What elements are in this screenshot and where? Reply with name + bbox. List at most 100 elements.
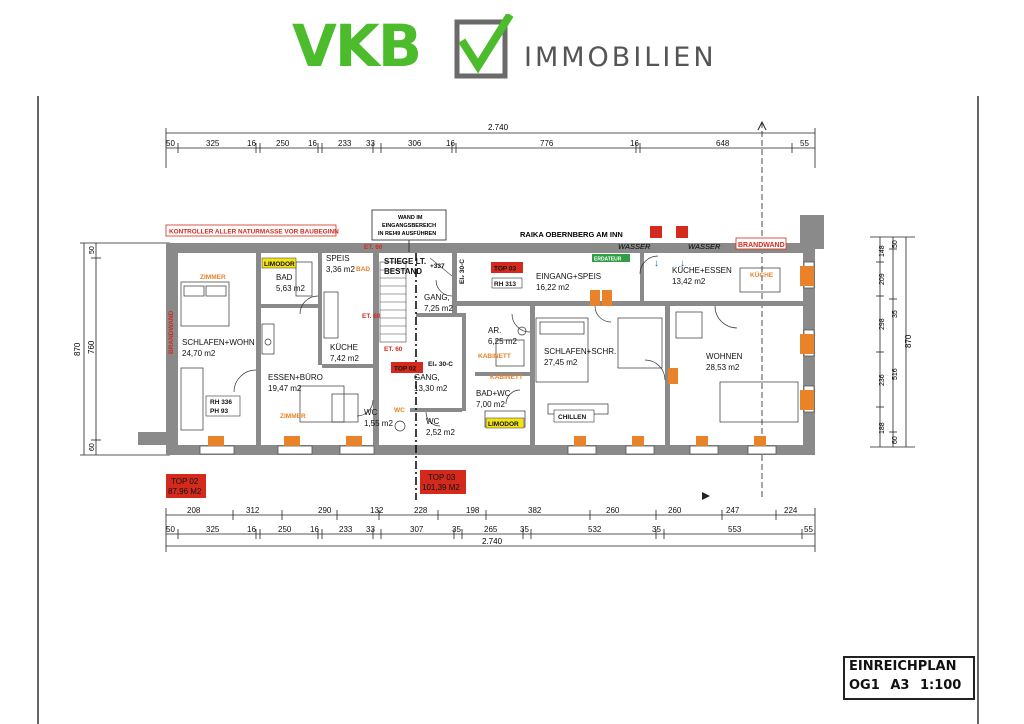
tag-limodor-2-box <box>485 417 525 429</box>
et60-2: ET. 60 <box>362 313 381 320</box>
dim-top-2: 325 <box>206 139 220 148</box>
dim-bot-247: 247 <box>726 506 740 515</box>
room-kueche-essen: KÜCHE+ESSEN <box>672 266 732 275</box>
dim-right-236: 236 <box>879 374 886 386</box>
pvc-tag-1 <box>650 226 662 238</box>
dim-top-5: 16 <box>308 139 317 148</box>
dim-bot-290: 290 <box>318 506 332 515</box>
door-swings <box>233 255 738 427</box>
dim-bot-198: 198 <box>466 506 480 515</box>
room-bad-wc: BAD+WC <box>476 389 511 398</box>
windows-bottom <box>199 445 777 455</box>
title-block-format: A3 <box>890 678 910 693</box>
dim-right-516: 516 <box>892 368 899 380</box>
room-labels: SCHLAFEN+WOHN 24,70 m2 BAD 5,63 m2 SPEIS… <box>182 254 743 437</box>
room-bad-wc-area: 7,00 m2 <box>476 400 505 409</box>
top-dimension <box>165 128 816 168</box>
tag-chillen: CHILLEN <box>558 414 586 421</box>
dim-total-top: 2.740 <box>488 123 509 132</box>
room-wohnen: WOHNEN <box>706 352 743 361</box>
dim-top-11: 16 <box>630 139 639 148</box>
dim-bi-15: 55 <box>804 525 813 534</box>
erdung: ERDATEUR <box>594 257 622 263</box>
dim-right-870: 870 <box>904 334 913 348</box>
dim-top-6: 233 <box>338 139 352 148</box>
rh-313-box <box>491 277 523 289</box>
dim-bot-260a: 260 <box>606 506 620 515</box>
room-gang-a: GANG, <box>424 293 450 302</box>
dim-bi-2: 325 <box>206 525 220 534</box>
top03-tag: TOP 03 <box>494 266 517 273</box>
tag-zimmer-2: ZIMMER <box>280 413 306 420</box>
room-essen-buero-area: 19,47 m2 <box>268 384 302 393</box>
plus337: +337 <box>430 263 445 270</box>
wasser-1: WASSER <box>618 242 651 251</box>
top02-tag-box <box>391 362 423 373</box>
room-eingang-speis: EINGANG+SPEIS <box>536 272 601 281</box>
neighbor-label: RAIKA OBERNBERG AM INN <box>520 230 623 239</box>
room-tags: ZIMMER ZIMMER LIMODOR LIMODOR BAD KABINE… <box>200 244 774 429</box>
top-dims-text: 50 325 16 250 16 233 33 306 16 776 16 64… <box>166 139 809 148</box>
dim-bi-9: 35 <box>452 525 461 534</box>
water-arrow-1: ↓ <box>654 258 659 269</box>
room-schlafen-schr: SCHLAFEN+SCHR. <box>544 347 616 356</box>
room-essen-buero: ESSEN+BÜRO <box>268 373 323 382</box>
dim-left-60: 60 <box>89 443 96 451</box>
room-wc-a: WC <box>364 408 378 417</box>
room-stiege-1: STIEGE LT. <box>384 257 426 266</box>
unit-top02-box <box>166 474 206 498</box>
tag-limodor-1-box <box>261 257 297 269</box>
outer-walls <box>138 215 824 455</box>
dim-left-total: 870 <box>73 342 82 356</box>
dim-bi-1: 50 <box>166 525 175 534</box>
unit-top02-area: 87,96 M2 <box>168 487 202 496</box>
et60-1: ET. 60 <box>364 244 383 251</box>
et60-3: ET. 60 <box>384 346 403 353</box>
right-dimension <box>870 236 915 448</box>
dim-bi-4: 250 <box>278 525 292 534</box>
brandwand-right-box <box>735 237 787 250</box>
unit-top03-area: 101,39 M2 <box>422 483 460 492</box>
room-wohnen-area: 28,53 m2 <box>706 363 740 372</box>
dim-total-bottom: 2.740 <box>482 537 503 546</box>
dim-bot-382: 382 <box>528 506 542 515</box>
title-block-title: EINREICHPLAN <box>849 659 957 674</box>
dim-left-50: 50 <box>89 246 96 254</box>
dim-top-13: 55 <box>800 139 809 148</box>
tag-zimmer-1: ZIMMER <box>200 274 226 281</box>
tag-limodor-1: LIMODOR <box>264 261 295 268</box>
dim-top-7: 33 <box>366 139 375 148</box>
wall-note-box <box>371 209 447 241</box>
ph-left: PH 93 <box>210 408 228 415</box>
rh-313: RH 313 <box>494 281 516 288</box>
floor-plan-sheet: 2.740 50 325 16 250 16 233 33 306 16 776… <box>37 96 979 724</box>
dim-bi-11: 35 <box>520 525 529 534</box>
dim-bi-3: 16 <box>247 525 256 534</box>
checkmark-box-icon <box>454 14 514 79</box>
top03-tag-box <box>491 262 523 273</box>
room-gang-a-area: 7,25 m2 <box>424 304 453 313</box>
room-bad-area: 5,63 m2 <box>276 284 305 293</box>
rh-left: RH 336 <box>210 399 232 406</box>
dim-bot-228: 228 <box>414 506 428 515</box>
room-wc-a-area: 1,55 m2 <box>364 419 393 428</box>
water-arrow-2: ↓ <box>680 258 685 269</box>
tag-kabinett-2: KABINETT <box>490 374 523 381</box>
wall-note-3: IN REI49 AUSFÜHREN <box>378 230 436 237</box>
room-speis: SPEIS <box>326 254 350 263</box>
dim-bot-132: 132 <box>370 506 384 515</box>
ei30c-1: EI₂ 30-C <box>459 259 466 284</box>
dim-top-1: 50 <box>166 139 175 148</box>
erdung-box <box>592 254 630 262</box>
room-schlafen-wohn: SCHLAFEN+WOHN <box>182 338 255 347</box>
room-wc-b-area: 2,52 m2 <box>426 428 455 437</box>
room-speis-area: 3,36 m2 <box>326 265 355 274</box>
stairs <box>379 257 453 343</box>
room-gang-b-area: 13,30 m2 <box>414 384 448 393</box>
dim-bi-7: 33 <box>366 525 375 534</box>
bottom-dims-outer-text: 208 312 290 132 228 198 382 260 260 247 … <box>187 506 798 515</box>
room-kueche-a-area: 7,42 m2 <box>330 354 359 363</box>
measure-warning: KONTROLLER ALLER NATURMASSE VOR BAUBEGIN… <box>169 229 339 236</box>
tag-limodor-2: LIMODOR <box>488 421 519 428</box>
dim-top-8: 306 <box>408 139 422 148</box>
